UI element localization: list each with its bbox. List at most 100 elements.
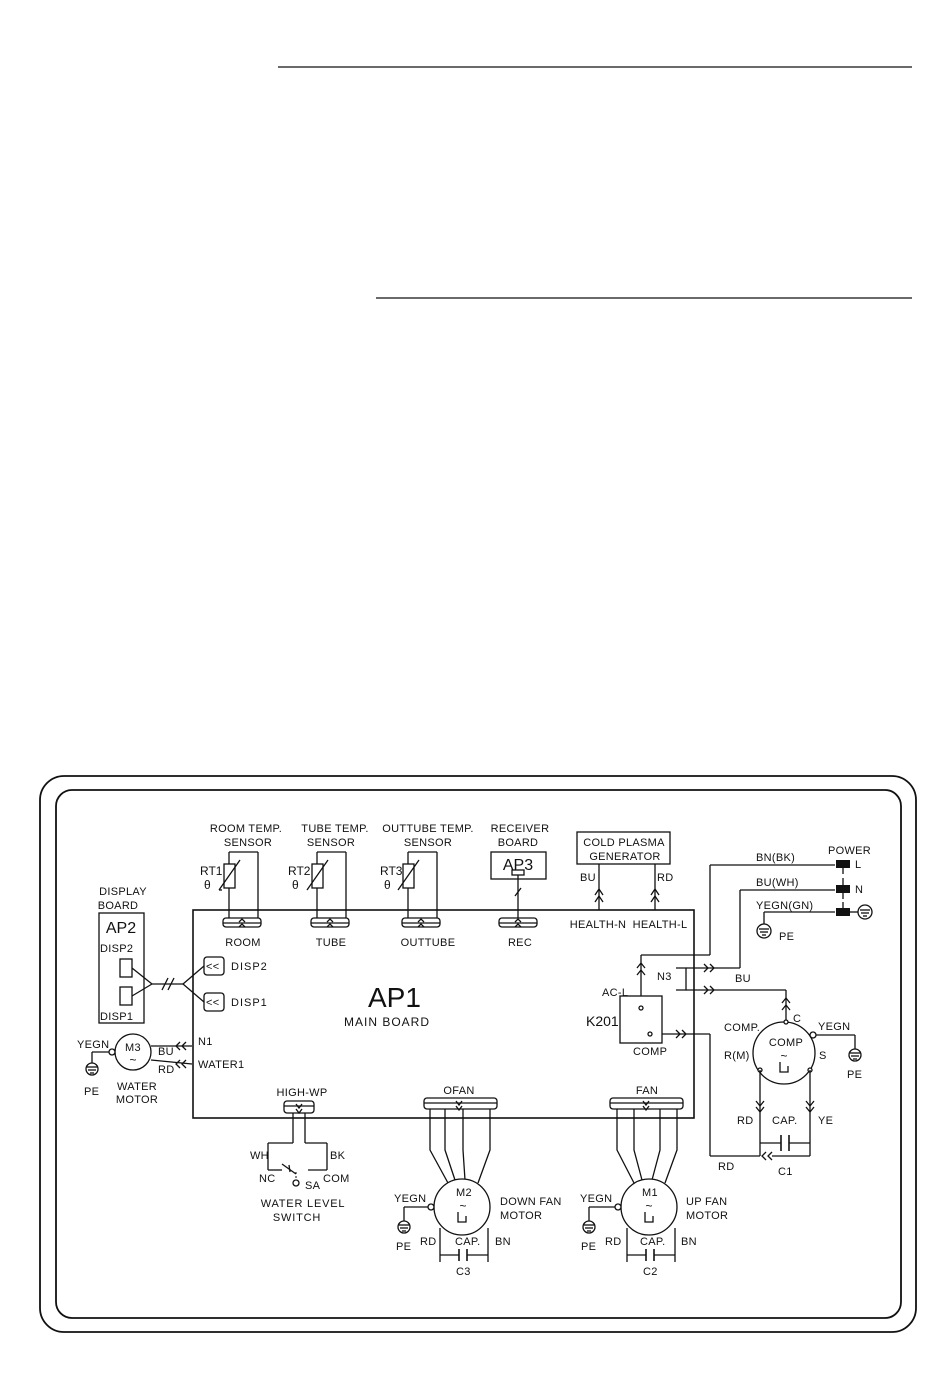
ap1-label: AP1 (368, 982, 421, 1013)
health-n-label: HEALTH-N (570, 919, 627, 931)
k201-label: K201 (586, 1013, 619, 1029)
c3-label: C3 (456, 1266, 471, 1278)
m3-tilde: ~ (129, 1053, 136, 1067)
m2-label: M2 (456, 1187, 472, 1199)
m2-pe-label: PE (396, 1241, 411, 1253)
comp-rm-label: R(M) (724, 1050, 750, 1062)
comp-pe-label: PE (847, 1069, 862, 1081)
rt3-label: RT3 (380, 864, 403, 878)
bu-wh-label: BU(WH) (756, 877, 799, 889)
ap2-label: AP2 (106, 920, 136, 937)
thermistor-rt3 (397, 851, 438, 918)
bn-bk-label: BN(BK) (756, 852, 795, 864)
comp-tilde: ~ (780, 1049, 787, 1063)
rt1-theta: θ (204, 878, 211, 892)
m1-yegn-label: YEGN (580, 1193, 612, 1205)
main-board-label: MAIN BOARD (344, 1015, 430, 1029)
connector-disp1: << (203, 992, 225, 1012)
n3-bu-label: BU (735, 973, 751, 985)
yegn-gn-label: YEGN(GN) (756, 900, 813, 912)
fan-label: FAN (636, 1085, 658, 1097)
power-pe-label: PE (779, 931, 794, 943)
thermistor-rt2 (306, 851, 347, 918)
inner-frame (55, 789, 902, 1319)
disp1-connector-label: DISP1 (231, 997, 268, 1009)
m3-label: M3 (125, 1042, 141, 1054)
disp2-connector-label: DISP2 (231, 961, 268, 973)
plasma-bu-label: BU (580, 872, 596, 884)
m1-pe-label: PE (581, 1241, 596, 1253)
tube-temp-sensor-label: TUBE TEMP.SENSOR (301, 823, 368, 849)
comp-ye-label: YE (818, 1115, 833, 1127)
c1-label: C1 (778, 1166, 793, 1178)
com-label: COM (323, 1173, 350, 1185)
ap2-disp1-label: DISP1 (100, 1011, 133, 1023)
svg-text:<<: << (206, 961, 219, 973)
comp-cap-rd-label: RD (737, 1115, 754, 1127)
tube-connector-label: TUBE (316, 937, 347, 949)
connector-tube (310, 917, 350, 928)
comp-s-label: S (819, 1050, 827, 1062)
sa-label: SA (305, 1180, 321, 1192)
connector-high-wp (283, 1100, 315, 1115)
outer-frame (39, 775, 917, 1333)
comp-dot-label: COMP. (724, 1022, 760, 1034)
high-wp-label: HIGH-WP (277, 1087, 328, 1099)
rt2-theta: θ (292, 878, 299, 892)
outtube-connector-label: OUTTUBE (401, 937, 456, 949)
m2-cap-label: CAP. (455, 1236, 480, 1248)
outtube-temp-sensor-label: OUTTUBE TEMP.SENSOR (382, 823, 474, 849)
m1-cap-label: CAP. (640, 1236, 665, 1248)
rec-connector-label: REC (508, 937, 532, 949)
comp-relay-label: COMP (633, 1046, 667, 1058)
svg-text:<<: << (206, 997, 219, 1009)
rt3-theta: θ (384, 878, 391, 892)
relay-k201 (619, 995, 663, 1044)
connector-ofan (423, 1097, 498, 1112)
bk-label: BK (330, 1150, 346, 1162)
comp-c-label: C (793, 1013, 801, 1025)
connector-rec (498, 917, 538, 928)
nc-label: NC (259, 1173, 276, 1185)
m2-rd-label: RD (420, 1236, 437, 1248)
connector-fan (609, 1097, 684, 1112)
plasma-rd-label: RD (657, 872, 674, 884)
connector-room (222, 917, 262, 928)
ac-l-label: AC-L (602, 987, 628, 999)
health-l-label: HEALTH-L (633, 919, 688, 931)
rt1-label: RT1 (200, 864, 223, 878)
ap3-label: AP3 (503, 857, 533, 874)
main-board-ap1 (192, 909, 695, 1119)
m3-yegn-label: YEGN (77, 1039, 109, 1051)
power-label: POWER (828, 845, 871, 857)
connector-outtube (401, 917, 441, 928)
n3-label: N3 (657, 971, 672, 983)
thermistor-rt1 (218, 851, 259, 918)
m2-yegn-label: YEGN (394, 1193, 426, 1205)
room-temp-sensor-label: ROOM TEMP.SENSOR (210, 823, 282, 849)
ofan-label: OFAN (443, 1085, 474, 1097)
m3-bu-label: BU (158, 1046, 174, 1058)
water1-label: WATER1 (198, 1059, 244, 1071)
m1-label: M1 (642, 1187, 658, 1199)
m2-tilde: ~ (459, 1199, 466, 1213)
m1-rd-label: RD (605, 1236, 622, 1248)
comp-motor-label: COMP (769, 1037, 803, 1049)
rt2-label: RT2 (288, 864, 311, 878)
power-n-label: N (855, 884, 863, 896)
c2-label: C2 (643, 1266, 658, 1278)
connector-disp2: << (203, 956, 225, 976)
comp-yegn-label: YEGN (818, 1021, 850, 1033)
ap2-disp2-label: DISP2 (100, 943, 133, 955)
m1-tilde: ~ (645, 1199, 652, 1213)
cold-plasma-generator (576, 831, 671, 865)
m2-bn-label: BN (495, 1236, 511, 1248)
